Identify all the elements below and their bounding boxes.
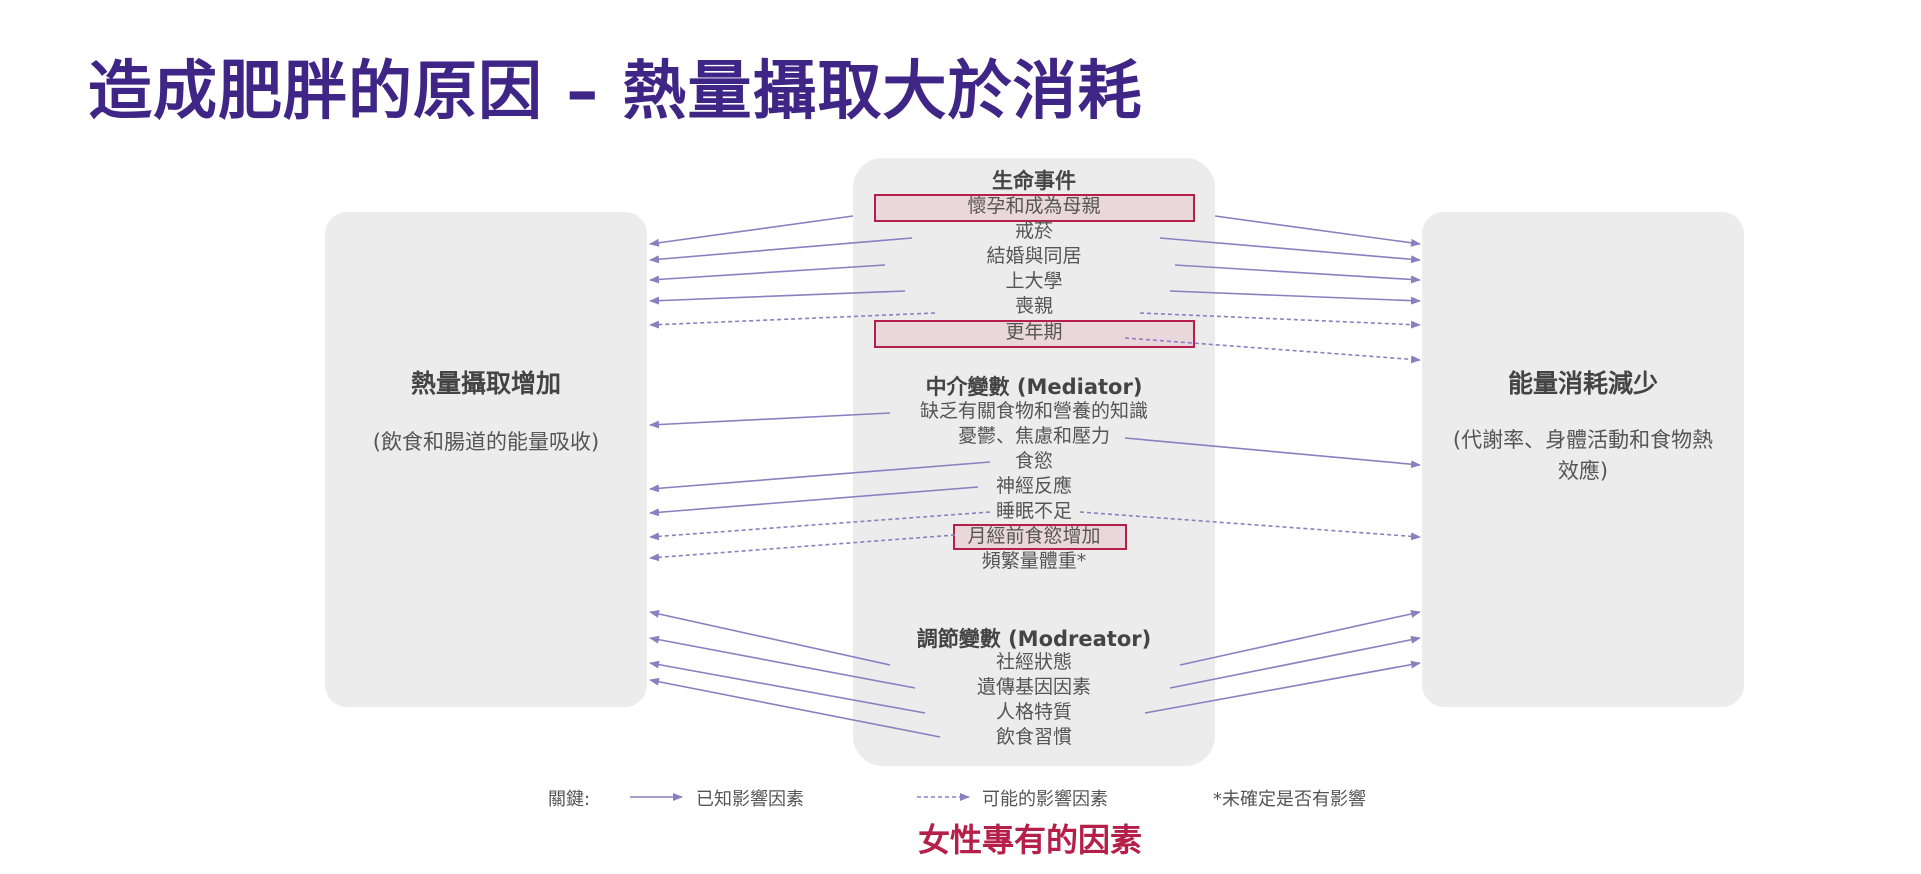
arrow-known [649, 461, 991, 493]
page-title: 造成肥胖的原因 – 熱量攝取大於消耗 [88, 55, 1143, 129]
arrow-known [649, 264, 886, 284]
arrow-known [649, 290, 906, 305]
life-event-item: 更年期 [1005, 321, 1063, 343]
arrow-known [1169, 635, 1421, 689]
left-box-subtitle: (飲食和腸道的能量吸收) [372, 430, 600, 454]
arrow-known [1174, 264, 1421, 284]
moderator-item: 飲食習慣 [995, 726, 1072, 748]
arrow-known [1169, 290, 1421, 305]
mediator-item: 神經反應 [995, 475, 1072, 497]
arrow-known [649, 412, 891, 429]
arrow-known [1214, 215, 1421, 247]
arrow-known [1179, 610, 1421, 666]
arrow-known [649, 486, 979, 517]
arrow-known [649, 215, 854, 247]
moderator-item: 社經狀態 [995, 651, 1072, 673]
arrow-possible [649, 534, 956, 562]
life-event-item: 懷孕和成為母親 [967, 195, 1101, 217]
mediator-item: 睡眠不足 [995, 500, 1072, 522]
moderator-item: 遺傳基因因素 [976, 676, 1091, 698]
right-box-subtitle: (代謝率、身體活動和食物熱效應) [1452, 428, 1714, 483]
arrow-known [649, 677, 941, 738]
mediator-item: 缺乏有關食物和營養的知識 [919, 400, 1148, 422]
arrow-known [1159, 237, 1421, 264]
arrow-known [649, 237, 913, 264]
legend-possible-label: 可能的影響因素 [982, 789, 1108, 810]
mediator-item: 頻繁量體重* [981, 550, 1087, 572]
female-specific-note: 女性專有的因素 [918, 821, 1143, 859]
right-box-heading: 能量消耗減少 [1507, 369, 1658, 398]
life-events-heading: 生命事件 [992, 169, 1076, 193]
arrow-known [649, 635, 916, 689]
arrow-known [649, 610, 891, 666]
arrow-possible [1139, 312, 1421, 329]
highlight-pregnancy [874, 194, 1195, 222]
legend-uncertain-label: *未確定是否有影響 [1213, 789, 1366, 810]
arrow-known [649, 660, 926, 714]
life-event-item: 喪親 [1014, 295, 1053, 317]
moderators-heading: 調節變數 (Modreator) [916, 627, 1152, 651]
arrow-known [1144, 660, 1421, 714]
right-box-energy-expenditure: 能量消耗減少 (代謝率、身體活動和食物熱效應) [1422, 212, 1744, 707]
life-event-item: 結婚與同居 [986, 245, 1082, 267]
life-event-item: 戒菸 [1014, 220, 1053, 242]
mediator-item: 月經前食慾增加 [967, 525, 1101, 547]
life-event-item: 上大學 [1005, 270, 1063, 292]
center-box-factors: 生命事件 懷孕和成為母親 戒菸 結婚與同居 上大學 喪親 更年期 中介變數 (M… [853, 158, 1215, 766]
left-box-calorie-intake: 熱量攝取增加 (飲食和腸道的能量吸收) [325, 212, 647, 707]
highlight-menopause [874, 320, 1195, 348]
legend-known-label: 已知影響因素 [696, 789, 804, 810]
moderator-item: 人格特質 [995, 701, 1072, 723]
arrow-possible [1124, 337, 1421, 364]
legend-key-label: 關鍵: [548, 789, 591, 810]
arrow-possible [649, 312, 936, 329]
left-box-heading: 熱量攝取增加 [410, 369, 561, 398]
highlight-premenstrual [953, 524, 1127, 550]
arrow-possible [1079, 511, 1421, 541]
mediator-item: 憂鬱、焦慮和壓力 [957, 425, 1110, 447]
arrow-known [1124, 437, 1421, 469]
mediator-item: 食慾 [1014, 450, 1053, 472]
mediators-heading: 中介變數 (Mediator) [925, 375, 1143, 399]
arrow-possible [649, 511, 991, 541]
